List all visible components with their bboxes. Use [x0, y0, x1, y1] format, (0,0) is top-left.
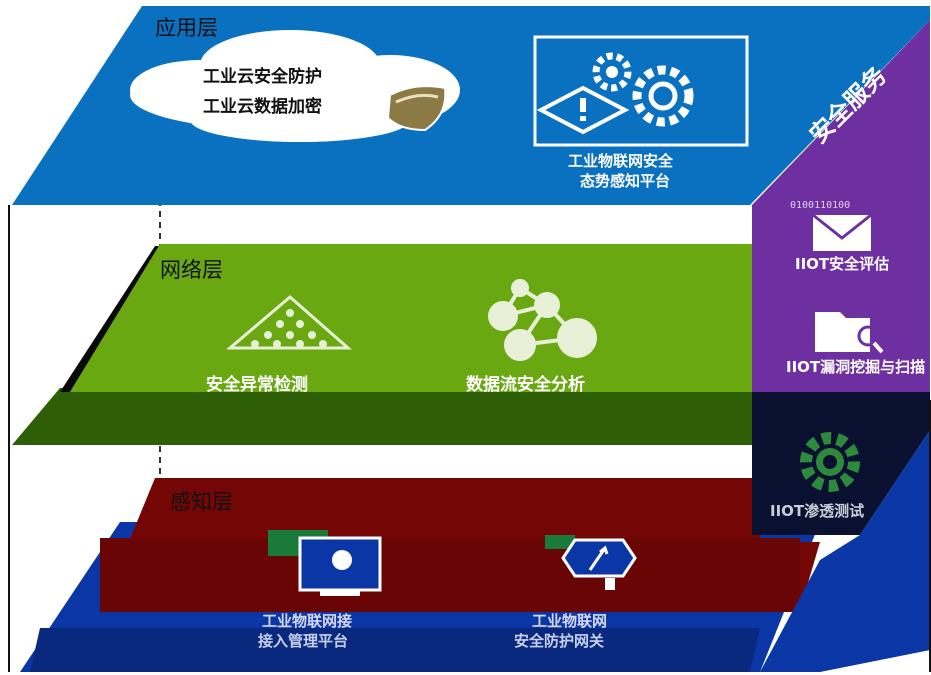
- services-item-assessment: IIOT安全评估: [795, 255, 890, 273]
- services-item-vuln-mining: IIOT漏洞挖掘与扫描: [786, 358, 926, 376]
- network-item-anomaly-detection: 安全异常检测: [206, 375, 308, 395]
- gateway-icon: [545, 535, 637, 590]
- shield-icon: [386, 85, 447, 132]
- network-layer-title: 网络层: [160, 258, 223, 282]
- perception-item2-line1: 工业物联网: [532, 612, 608, 630]
- network-layer-dark-base: [12, 388, 760, 445]
- perception-layer-title: 感知层: [170, 490, 233, 514]
- services-item-pentest: IIOT渗透测试: [770, 502, 865, 520]
- pyramid-icon: [225, 295, 352, 350]
- perception-item2-line2: 安全防护网关: [514, 632, 605, 650]
- cloud-item-encryption: 工业云数据加密: [203, 97, 322, 117]
- application-layer-title: 应用层: [155, 16, 218, 40]
- perception-base-shadow: [30, 628, 760, 672]
- gear-icon: [800, 432, 860, 492]
- services-binary-text: 0100110100: [790, 200, 851, 211]
- cloud-item-security: 工业云安全防护: [203, 67, 322, 87]
- perception-item1-line1: 工业物联网接: [262, 612, 353, 630]
- perception-layer-band: [100, 538, 800, 612]
- platform-box: [533, 35, 749, 147]
- folder-search-icon: [815, 312, 884, 354]
- perception-item1-line2: 接入管理平台: [258, 632, 349, 650]
- network-item-dataflow-analysis: 数据流安全分析: [466, 375, 585, 395]
- network-layer-left-edge: [60, 246, 160, 392]
- services-band-bottom: [760, 430, 930, 672]
- cloud-shape: [130, 30, 460, 142]
- envelope-icon: [812, 213, 872, 251]
- gears-icon: [592, 52, 694, 127]
- platform-label-line2: 态势感知平台: [580, 172, 671, 190]
- platform-label-line1: 工业物联网安全: [568, 152, 674, 170]
- monitor-icon: [268, 530, 382, 596]
- warning-icon: [536, 85, 630, 135]
- network-layer-plate: [70, 244, 770, 392]
- services-band-top: [752, 20, 930, 255]
- network-graph-icon: [488, 279, 597, 361]
